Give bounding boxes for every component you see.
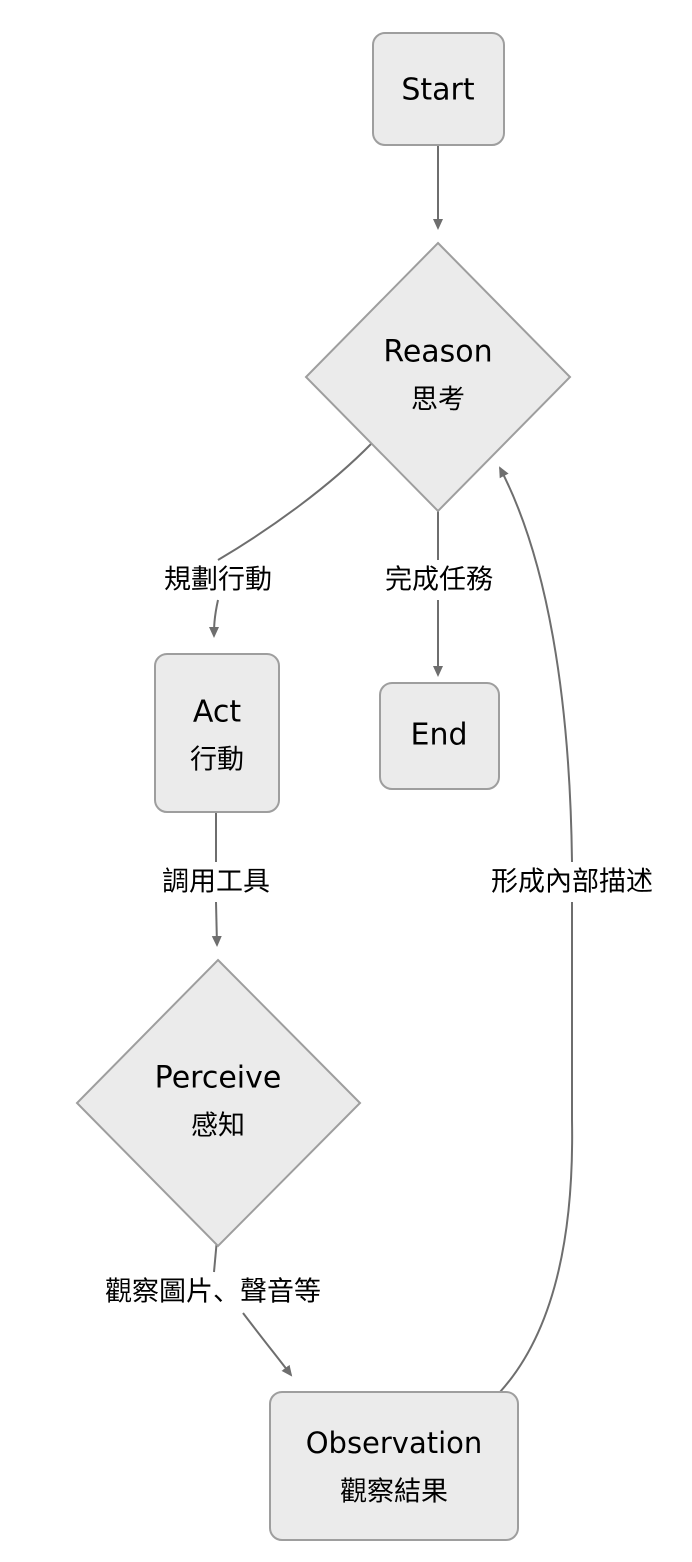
edge-label-reason-act: 規劃行動 xyxy=(164,565,272,596)
edge-label-perceive-observation: 觀察圖片、聲音等 xyxy=(105,1277,321,1308)
node-start[interactable]: Start xyxy=(372,32,505,146)
node-act[interactable]: Act 行動 xyxy=(154,653,280,813)
reason-label-en: Reason xyxy=(383,335,492,370)
reason-diamond[interactable] xyxy=(304,241,572,513)
start-label-en: Start xyxy=(401,73,475,108)
node-reason[interactable]: Reason 思考 xyxy=(304,241,572,513)
perceive-label-zh: 感知 xyxy=(191,1111,245,1142)
edge-label-act-perceive: 調用工具 xyxy=(162,867,270,898)
node-perceive[interactable]: Perceive 感知 xyxy=(75,958,362,1248)
start-box[interactable] xyxy=(372,32,505,146)
end-label-en: End xyxy=(410,718,467,753)
end-box[interactable] xyxy=(379,682,500,790)
edge-reason-act xyxy=(209,442,373,638)
observation-label-zh: 觀察結果 xyxy=(340,1477,448,1508)
reason-label-zh: 思考 xyxy=(411,385,465,416)
node-end[interactable]: End xyxy=(379,682,500,790)
edge-observation-reason xyxy=(499,466,574,1393)
edge-act-perceive xyxy=(211,813,222,947)
perceive-diamond[interactable] xyxy=(75,958,362,1248)
observation-label-en: Observation xyxy=(306,1426,483,1460)
edge-label-observation-reason: 形成內部描述 xyxy=(491,867,653,898)
perceive-label-en: Perceive xyxy=(155,1061,282,1096)
act-label-zh: 行動 xyxy=(190,745,244,776)
node-observation[interactable]: Observation 觀察結果 xyxy=(269,1391,519,1541)
act-box[interactable] xyxy=(154,653,280,813)
observation-box[interactable] xyxy=(269,1391,519,1541)
act-label-en: Act xyxy=(193,695,241,730)
edge-label-reason-end: 完成任務 xyxy=(385,565,493,596)
